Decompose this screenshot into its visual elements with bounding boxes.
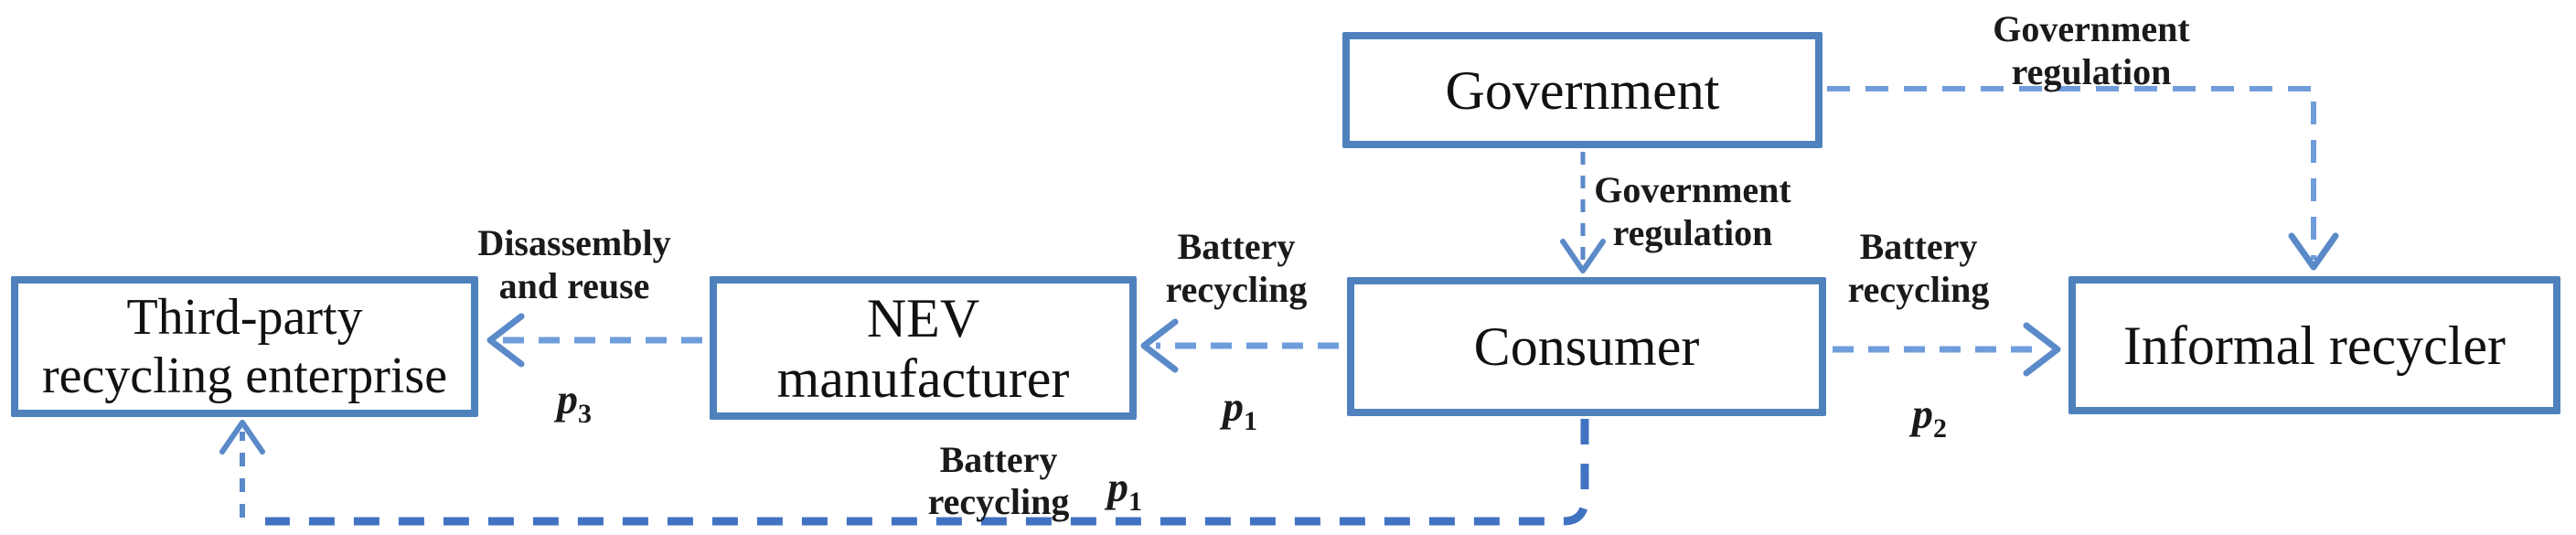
label-price-p1-bottom: p1	[1107, 464, 1142, 517]
label-price-p3: p3	[557, 376, 592, 429]
arrow-consumer-bottom-route	[265, 419, 1589, 526]
arrowhead-right-informal-icon	[2023, 322, 2061, 377]
label-government-regulation-middle: Government regulation	[1594, 169, 1791, 253]
node-government: Government	[1342, 32, 1822, 148]
arrowhead-up-thirdparty-icon	[219, 420, 265, 455]
node-informal-recycler: Informal recycler	[2068, 276, 2560, 414]
node-consumer: Consumer	[1347, 277, 1826, 416]
arrowhead-left-thirdparty-icon	[486, 313, 525, 368]
label-disassembly-and-reuse: Disassembly and reuse	[477, 222, 671, 306]
node-third-party-label-line1: Third-party	[126, 289, 363, 346]
node-third-party-label-line2: recycling enterprise	[41, 348, 448, 404]
label-battery-recycling-left: Battery recycling	[1165, 226, 1308, 310]
node-government-label: Government	[1445, 59, 1720, 121]
node-nev-label-line2: manufacturer	[776, 348, 1070, 409]
node-nev-manufacturer: NEV manufacturer	[710, 276, 1137, 420]
arrowhead-down-consumer-icon	[1560, 239, 1606, 273]
node-consumer-label: Consumer	[1473, 316, 1700, 377]
arrowhead-left-nev-icon	[1140, 318, 1179, 373]
arrow-government-to-informal	[1827, 86, 2316, 260]
label-battery-recycling-right: Battery recycling	[1847, 226, 1990, 310]
label-price-p2: p2	[1912, 391, 1947, 444]
node-nev-label-line1: NEV	[866, 287, 980, 348]
arrowhead-down-informal-icon	[2288, 232, 2339, 271]
label-government-regulation-top: Government regulation	[1993, 8, 2190, 92]
node-informal-label: Informal recycler	[2122, 315, 2507, 376]
label-battery-recycling-bottom: Battery recycling	[927, 439, 1070, 522]
node-third-party-recycling-enterprise: Third-party recycling enterprise	[11, 276, 478, 417]
label-price-p1-middle: p1	[1223, 383, 1257, 436]
